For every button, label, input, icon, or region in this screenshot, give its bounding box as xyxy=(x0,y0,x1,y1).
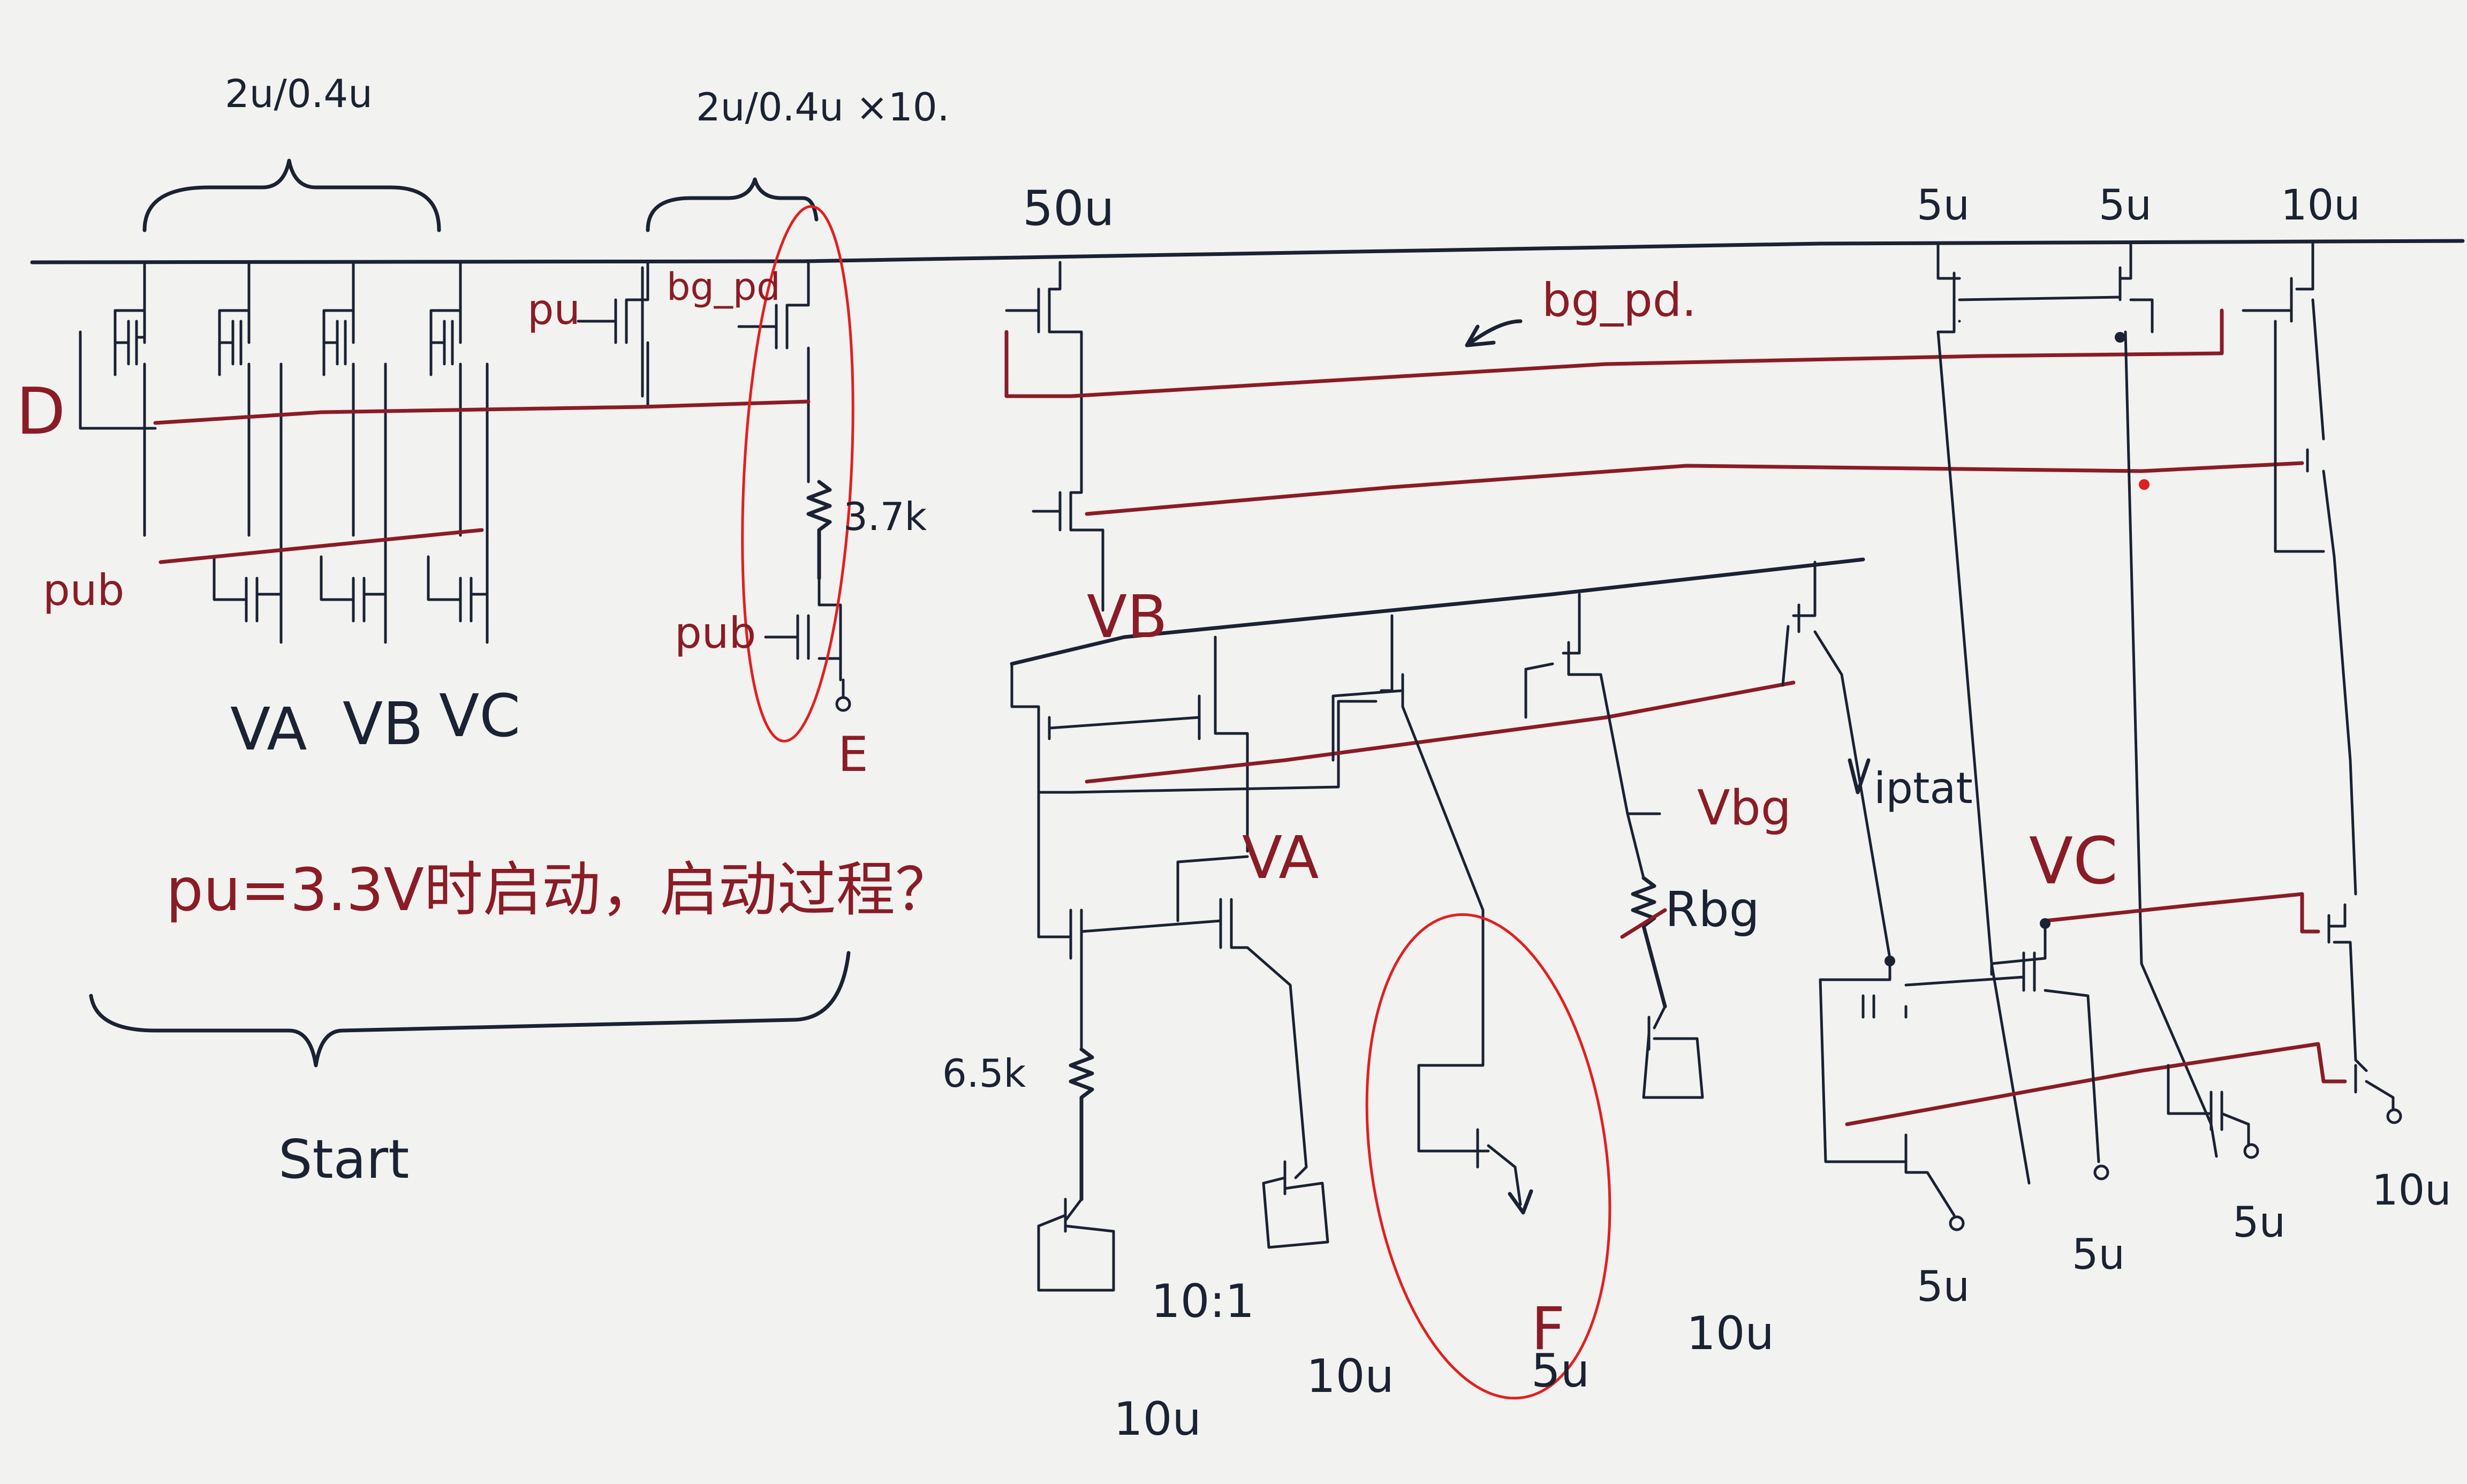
startup-pmos-array xyxy=(79,261,489,644)
label-core-va: VA xyxy=(1242,823,1319,892)
bottom-nmos-left xyxy=(1819,957,1956,1217)
pmos-50u xyxy=(1005,261,1083,473)
core-nmos-pair xyxy=(1037,855,1308,1169)
pnp-rbg xyxy=(1642,1005,1704,1099)
label-pu: pu xyxy=(527,286,580,334)
pub-line xyxy=(158,528,484,564)
label-va: VA xyxy=(230,695,307,763)
rbg-trim-mark xyxy=(1620,908,1667,939)
vb-red-bias xyxy=(1085,461,2304,516)
vc-red-line xyxy=(2043,892,2320,934)
label-vbg: Vbg xyxy=(1697,780,1791,836)
iptat-arrow xyxy=(1848,758,1871,794)
label-node-d: D xyxy=(16,375,65,449)
label-bot-5a: 5u xyxy=(1917,1263,1970,1311)
label-top-5b: 5u xyxy=(2099,181,2152,230)
label-rbg: Rbg xyxy=(1665,882,1760,938)
label-top-5a: 5u xyxy=(1917,181,1970,230)
highlight-ring-pnp xyxy=(1365,913,1611,1400)
supply-rail xyxy=(30,239,2465,264)
label-bg-pd: bg_pd xyxy=(667,265,781,309)
label-iptat: iptat xyxy=(1874,763,1973,813)
label-ratio: 10:1 xyxy=(1151,1275,1254,1328)
top-pmos-5a xyxy=(1936,242,2122,1185)
core-pmos-pair xyxy=(1010,635,1378,938)
res-3k7-symbol xyxy=(806,480,832,580)
bandgap-core xyxy=(1004,261,2304,1400)
d-line xyxy=(153,399,811,425)
label-w50: 50u xyxy=(1023,180,1115,237)
label-core-vb: VB xyxy=(1087,582,1168,651)
label-start-size: 2u/0.4u xyxy=(225,71,373,116)
top-pmos-10 xyxy=(2242,242,2357,896)
output-block xyxy=(1819,242,2402,1231)
bottom-nmos-right-a xyxy=(2167,1064,2250,1147)
f-arrow xyxy=(1508,1189,1533,1215)
highlight-ring-startup xyxy=(741,205,854,743)
res-rbg-symbol xyxy=(1631,876,1667,1009)
pu-pmos xyxy=(577,261,649,408)
label-bot-5b: 5u xyxy=(2072,1231,2125,1279)
label-res-3k7: 3.7k xyxy=(843,494,927,539)
bottom-red-line xyxy=(1845,1042,2347,1126)
label-w5a: 5u xyxy=(1531,1344,1590,1398)
out-dot-4 xyxy=(2386,1108,2402,1124)
bottom-nmos-right-b xyxy=(2327,903,2395,1110)
pmos-cascode xyxy=(1032,470,1104,612)
node-e-dot xyxy=(835,696,851,712)
pnp-left xyxy=(1037,1198,1115,1292)
label-pub-mid: pub xyxy=(675,608,756,658)
vbg-branch xyxy=(1524,593,1661,880)
bg-pd-pmos xyxy=(737,261,810,483)
label-vc: VC xyxy=(439,682,520,750)
label-bot-5c: 5u xyxy=(2233,1199,2286,1247)
label-node-e: E xyxy=(838,726,868,783)
label-pub-left: pub xyxy=(43,565,124,615)
brace-bottom xyxy=(89,951,851,1067)
label-w10c: 10u xyxy=(1686,1307,1774,1360)
bg-pd-arrow xyxy=(1465,319,1523,347)
label-node-f: F xyxy=(1531,1294,1565,1363)
bottom-nmos-mid xyxy=(1904,919,2100,1163)
res-6k5-symbol xyxy=(1069,1047,1094,1201)
label-res-6k5: 6.5k xyxy=(942,1051,1026,1096)
label-top-10: 10u xyxy=(2281,181,2360,230)
iptat-branch xyxy=(1781,561,1891,960)
junction-vc xyxy=(2040,918,2050,929)
label-start-ratio: 2u/0.4u ×10. xyxy=(696,85,950,130)
label-vb: VB xyxy=(343,690,423,758)
top-pmos-5b xyxy=(2118,242,2218,1158)
junction-a xyxy=(2115,332,2125,343)
label-out-vc: VC xyxy=(2029,824,2118,899)
label-w10a: 10u xyxy=(1114,1392,1201,1446)
junction-iptat xyxy=(1885,956,1895,966)
label-question: pu=3.3V时启动，启动过程？ xyxy=(166,855,954,924)
out-dot-2 xyxy=(2093,1164,2109,1180)
f-branch xyxy=(1331,614,1522,1206)
out-dot-1 xyxy=(1949,1215,1965,1231)
label-bg-pd-line: bg_pd. xyxy=(1542,274,1697,327)
junction-b xyxy=(2139,479,2150,490)
label-start: Start xyxy=(278,1128,409,1191)
startup-block xyxy=(79,158,854,1067)
label-bot-10: 10u xyxy=(2372,1167,2451,1215)
brace-top-left xyxy=(142,158,441,232)
out-dot-3 xyxy=(2243,1143,2259,1159)
va-red-line xyxy=(1085,680,1796,784)
pnp-mid xyxy=(1262,1160,1329,1249)
bg-pd-red-feed xyxy=(1004,308,2224,398)
pub-nmos-right xyxy=(764,577,842,682)
label-w10b: 10u xyxy=(1306,1350,1394,1403)
vb-bus xyxy=(1010,557,1865,666)
brace-top-mid xyxy=(646,177,819,232)
